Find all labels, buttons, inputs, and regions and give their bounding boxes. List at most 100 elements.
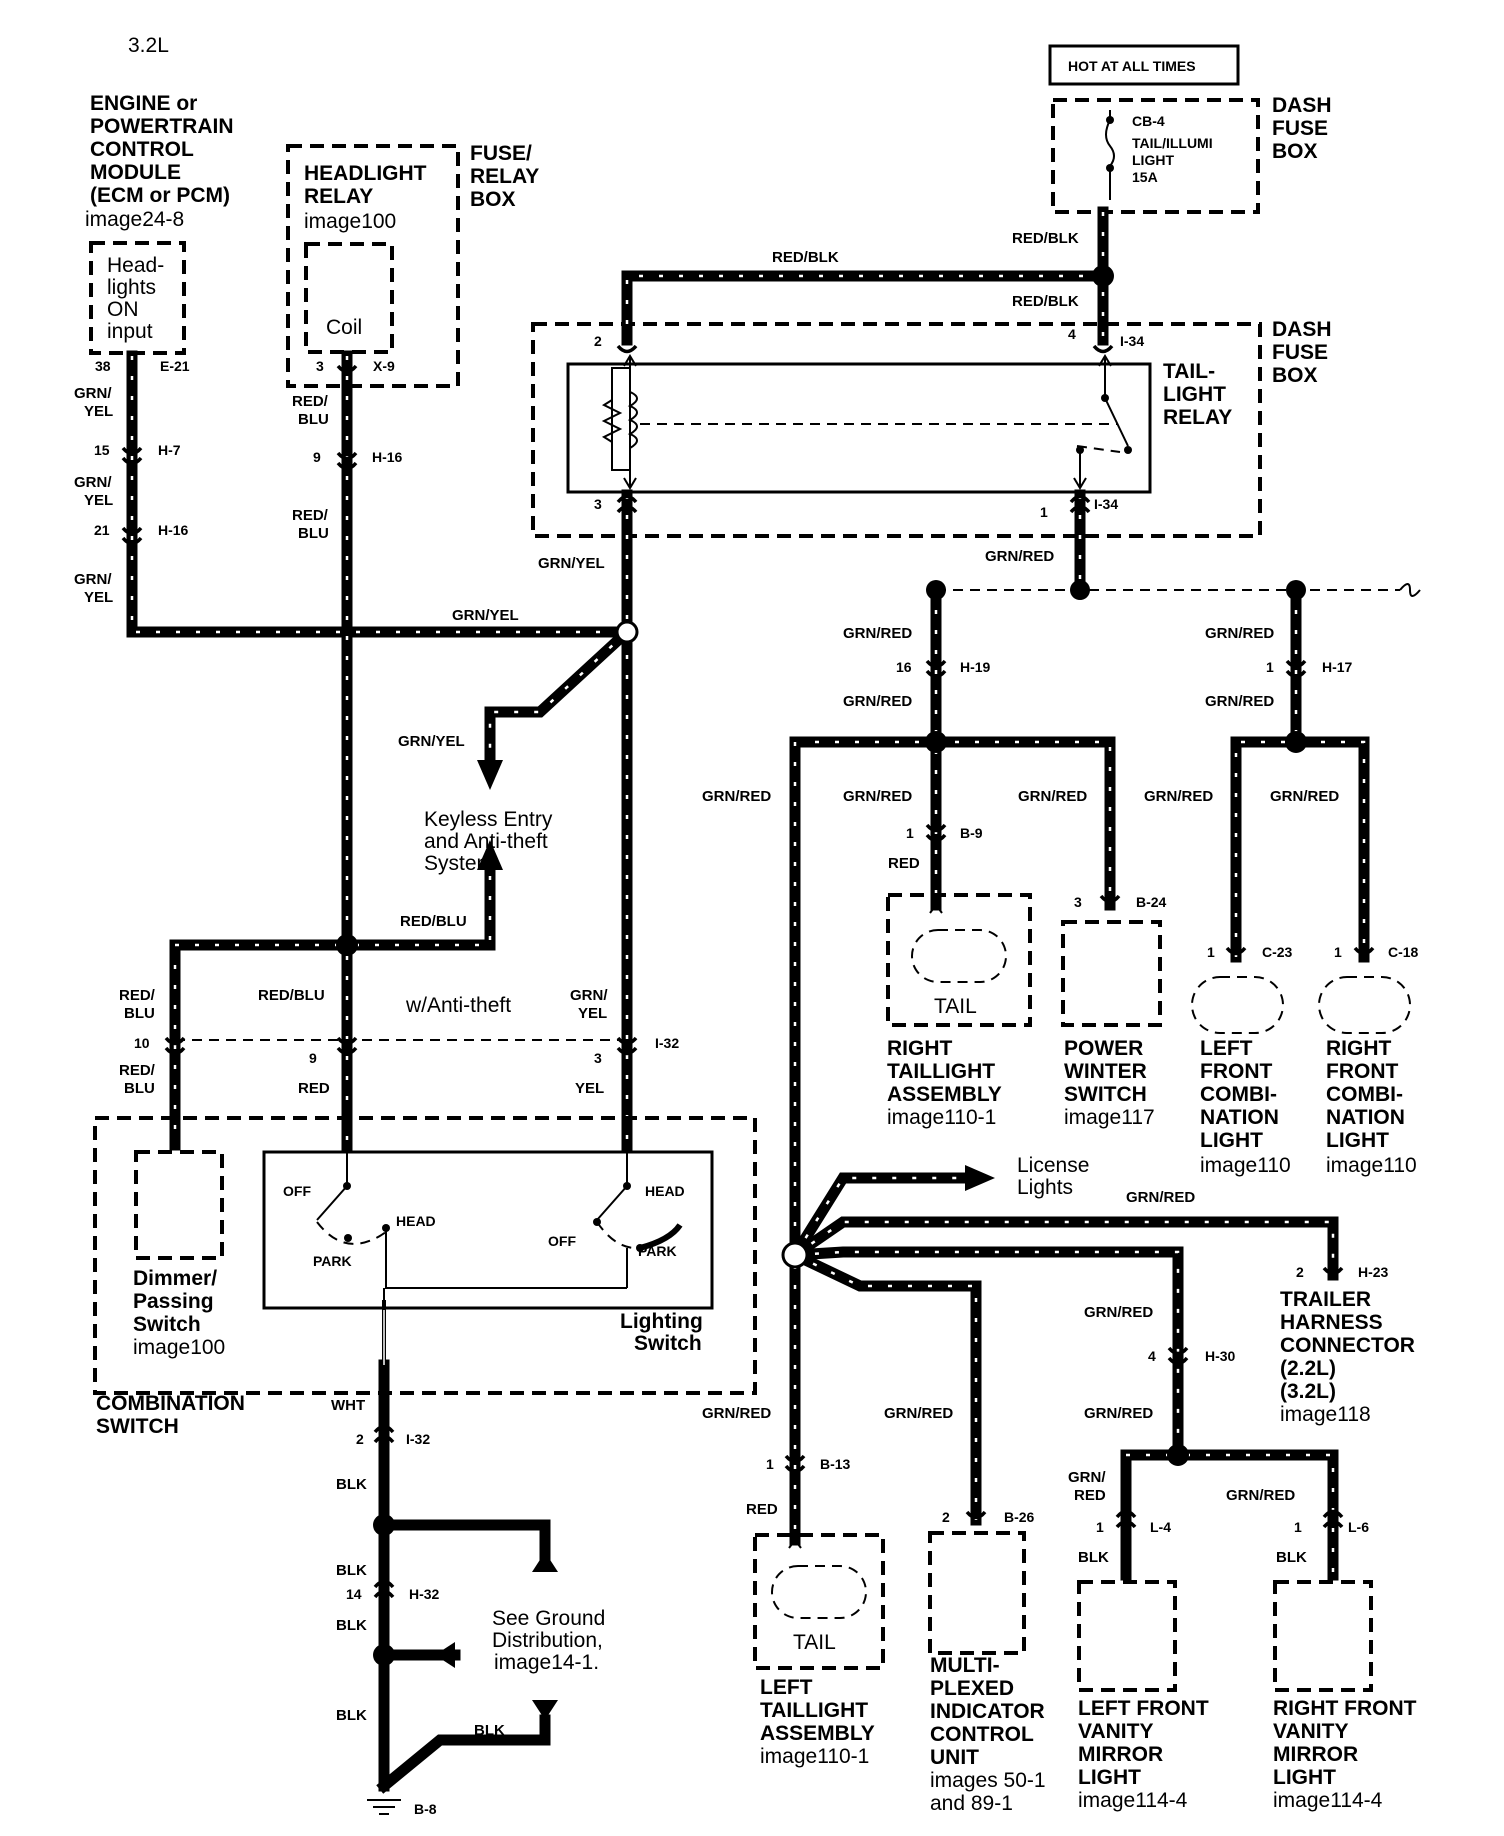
fuse-relay-box <box>286 144 460 388</box>
svg-text:RED/BLK: RED/BLK <box>1012 230 1079 247</box>
ground-triangle-mid <box>435 1642 455 1668</box>
svg-text:GRN/RED: GRN/RED <box>985 548 1054 565</box>
ground-triangle-bot <box>532 1700 558 1720</box>
svg-text:RED/: RED/ <box>292 393 329 410</box>
svg-text:GRN/: GRN/ <box>74 385 112 402</box>
fuse-relay-box-label: FUSE/ RELAY BOX <box>470 142 539 211</box>
svg-text:BLK: BLK <box>474 1722 505 1739</box>
left-tail-label: TAIL <box>793 1631 836 1654</box>
dash-fuse-box-top <box>1051 98 1260 214</box>
relay-pin-4: 4 <box>1068 326 1076 342</box>
svg-text:Lighting: Lighting <box>620 1310 703 1333</box>
svg-text:GRN/RED: GRN/RED <box>1084 1405 1153 1422</box>
svg-text:VANITY: VANITY <box>1078 1720 1153 1743</box>
micu-label: MULTI- PLEXED INDICATOR CONTROL UNIT ima… <box>930 1654 1046 1815</box>
anti-theft-note: w/Anti-theft <box>405 994 511 1017</box>
svg-text:and Anti-theft: and Anti-theft <box>424 830 548 853</box>
svg-text:TAIL-: TAIL- <box>1163 360 1215 383</box>
svg-text:RED/BLU: RED/BLU <box>258 987 325 1004</box>
svg-text:CB-4: CB-4 <box>1132 113 1165 129</box>
svg-text:Lights: Lights <box>1017 1176 1073 1199</box>
svg-text:YEL: YEL <box>84 403 113 420</box>
svg-text:1: 1 <box>1207 944 1215 960</box>
svg-text:BOX: BOX <box>1272 140 1318 163</box>
svg-text:H-16: H-16 <box>158 522 189 538</box>
svg-text:Passing: Passing <box>133 1290 214 1313</box>
svg-text:H-32: H-32 <box>409 1586 440 1602</box>
relay-coil <box>627 391 638 449</box>
svg-text:GRN/: GRN/ <box>74 474 112 491</box>
right-front-combi-label: RIGHT FRONT COMBI- NATION LIGHT image110 <box>1326 1037 1417 1177</box>
svg-text:GRN/RED: GRN/RED <box>1205 625 1274 642</box>
svg-text:GRN/RED: GRN/RED <box>1084 1304 1153 1321</box>
svg-text:2: 2 <box>356 1431 364 1447</box>
svg-text:ASSEMBLY: ASSEMBLY <box>760 1722 875 1745</box>
svg-text:HEADLIGHT: HEADLIGHT <box>304 162 427 185</box>
svg-text:image110-1: image110-1 <box>760 1745 869 1768</box>
svg-text:WHT: WHT <box>331 1397 365 1414</box>
svg-text:GRN/RED: GRN/RED <box>1205 693 1274 710</box>
svg-text:SWITCH: SWITCH <box>96 1415 179 1438</box>
svg-text:B-13: B-13 <box>820 1456 851 1472</box>
svg-text:CONTROL: CONTROL <box>930 1723 1034 1746</box>
coil-label: Coil <box>326 316 362 339</box>
ecm-conn: E-21 <box>160 358 190 374</box>
svg-text:OFF: OFF <box>548 1233 576 1249</box>
svg-text:Head-: Head- <box>107 254 164 277</box>
svg-text:C-18: C-18 <box>1388 944 1419 960</box>
svg-text:TAIL/ILLUMI: TAIL/ILLUMI <box>1132 135 1213 151</box>
svg-text:15A: 15A <box>1132 169 1158 185</box>
left-front-combi-bulb <box>1191 976 1284 1034</box>
svg-text:DASH: DASH <box>1272 318 1332 341</box>
svg-text:I-32: I-32 <box>655 1035 679 1051</box>
svg-text:1: 1 <box>1096 1519 1104 1535</box>
svg-text:1: 1 <box>1334 944 1342 960</box>
svg-text:CONNECTOR: CONNECTOR <box>1280 1334 1415 1357</box>
grn-yel-arrow-down <box>477 760 503 790</box>
right-vanity-label: RIGHT FRONT VANITY MIRROR LIGHT image114… <box>1273 1697 1417 1812</box>
svg-text:GRN/: GRN/ <box>74 571 112 588</box>
hot-at-all-times-box <box>1048 44 1240 86</box>
svg-text:See Ground: See Ground <box>492 1607 605 1630</box>
wire-color-labels: GRN/ YEL GRN/ YEL GRN/ YEL GRN/YEL GRN/Y… <box>74 230 1339 1739</box>
svg-text:CONTROL: CONTROL <box>90 138 194 161</box>
left-taillight-label: LEFT TAILLIGHT ASSEMBLY image110-1 <box>760 1676 875 1768</box>
svg-text:VANITY: VANITY <box>1273 1720 1348 1743</box>
svg-text:FUSE: FUSE <box>1272 341 1328 364</box>
svg-text:14: 14 <box>346 1586 362 1602</box>
svg-text:FRONT: FRONT <box>1326 1060 1398 1083</box>
dimmer-switch-box <box>134 1150 224 1260</box>
svg-text:3: 3 <box>1074 894 1082 910</box>
ground-distribution-note: See Ground Distribution, image14-1. <box>492 1607 605 1674</box>
relay-pin-2: 2 <box>594 333 602 349</box>
svg-text:I-32: I-32 <box>406 1431 430 1447</box>
right-front-combi-bulb <box>1318 976 1411 1034</box>
svg-text:1: 1 <box>1294 1519 1302 1535</box>
svg-text:RED/BLK: RED/BLK <box>772 249 839 266</box>
left-front-combi-label: LEFT FRONT COMBI- NATION LIGHT image110 <box>1200 1037 1291 1177</box>
svg-text:BLK: BLK <box>336 1707 367 1724</box>
headlight-relay-label: HEADLIGHT RELAY image100 <box>304 162 427 233</box>
svg-text:9: 9 <box>309 1050 317 1066</box>
svg-text:System: System <box>424 852 494 875</box>
svg-text:TAILLIGHT: TAILLIGHT <box>887 1060 995 1083</box>
svg-text:GRN/RED: GRN/RED <box>1270 788 1339 805</box>
svg-text:H-17: H-17 <box>1322 659 1353 675</box>
svg-text:COMBINATION: COMBINATION <box>96 1392 245 1415</box>
right-taillight-label: RIGHT TAILLIGHT ASSEMBLY image110-1 <box>887 1037 1002 1129</box>
svg-text:H-7: H-7 <box>158 442 181 458</box>
svg-text:RED: RED <box>888 855 920 872</box>
svg-text:LIGHT: LIGHT <box>1273 1766 1336 1789</box>
svg-text:lights: lights <box>107 276 156 299</box>
fuse-symbol <box>1105 110 1115 200</box>
svg-text:UNIT: UNIT <box>930 1746 979 1769</box>
ecm-pin: 38 <box>95 358 111 374</box>
svg-text:GRN/RED: GRN/RED <box>843 693 912 710</box>
svg-text:HARNESS: HARNESS <box>1280 1311 1383 1334</box>
svg-text:L-6: L-6 <box>1348 1519 1369 1535</box>
svg-text:RELAY: RELAY <box>1163 406 1232 429</box>
combination-switch-label: COMBINATION SWITCH <box>96 1392 245 1438</box>
power-winter-switch-label: POWER WINTER SWITCH image117 <box>1064 1037 1155 1129</box>
svg-text:BLK: BLK <box>1078 1549 1109 1566</box>
left-vanity-label: LEFT FRONT VANITY MIRROR LIGHT image114-… <box>1078 1697 1209 1812</box>
